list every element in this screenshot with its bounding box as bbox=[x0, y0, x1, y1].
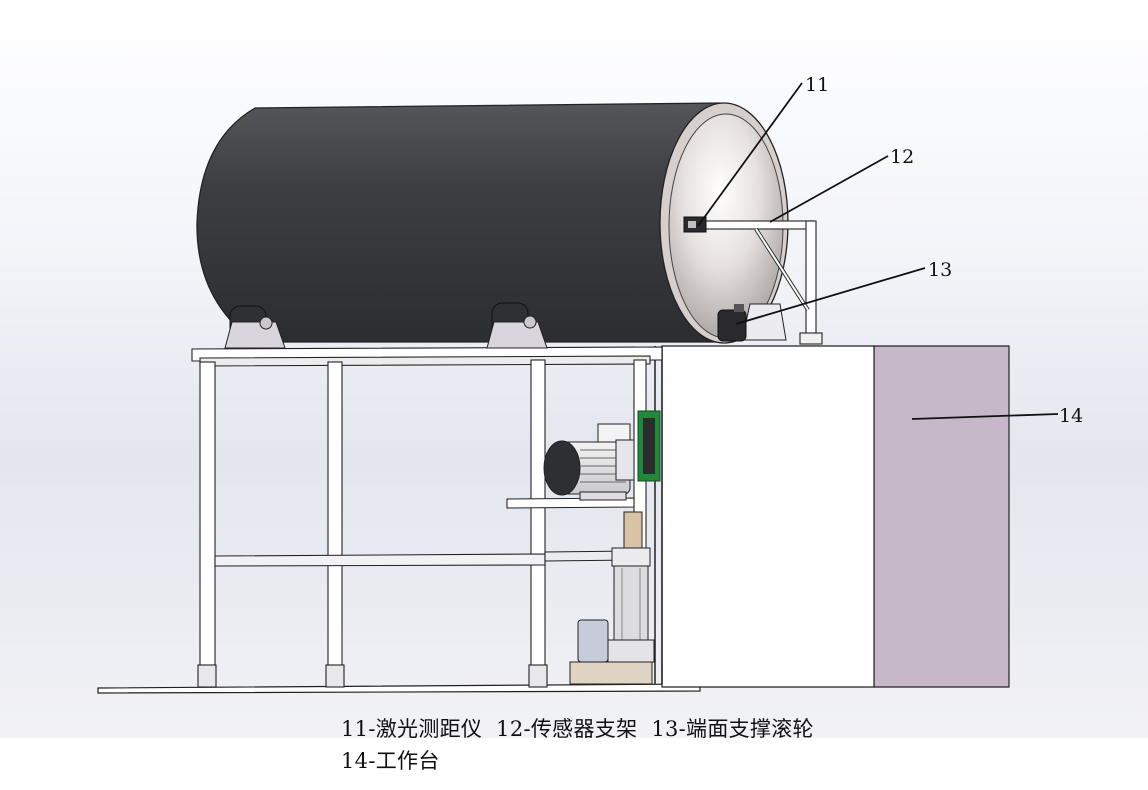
callout-label-14: 14 bbox=[1059, 405, 1083, 427]
equipment-diagram: 11 12 13 14 bbox=[97, 74, 1083, 694]
ground-plate bbox=[97, 683, 701, 694]
lift-cylinder bbox=[607, 511, 655, 663]
figure-caption-line-1: 11-激光测距仪 12-传感器支架 13-端面支撑滚轮 bbox=[341, 717, 814, 741]
support-frame bbox=[191, 346, 663, 688]
motor-mount-bracket bbox=[637, 410, 661, 482]
hydraulic-pump-unit bbox=[569, 619, 653, 685]
figure-caption-line-2: 14-工作台 bbox=[341, 749, 440, 773]
callout-label-11: 11 bbox=[805, 74, 829, 96]
drive-motor bbox=[543, 423, 635, 501]
support-roller-right bbox=[486, 302, 548, 349]
callout-leaders bbox=[697, 82, 1059, 420]
leader-11 bbox=[697, 82, 803, 227]
leader-14 bbox=[911, 413, 1059, 420]
callout-label-13: 13 bbox=[928, 259, 952, 281]
end-face-support-roller bbox=[717, 303, 787, 342]
sensor-bracket bbox=[703, 220, 823, 345]
laser-rangefinder bbox=[683, 216, 707, 233]
leader-12 bbox=[769, 155, 889, 223]
support-roller-left bbox=[224, 305, 286, 349]
workbench bbox=[654, 345, 1010, 688]
leader-13 bbox=[735, 267, 926, 325]
callout-label-12: 12 bbox=[890, 146, 914, 168]
